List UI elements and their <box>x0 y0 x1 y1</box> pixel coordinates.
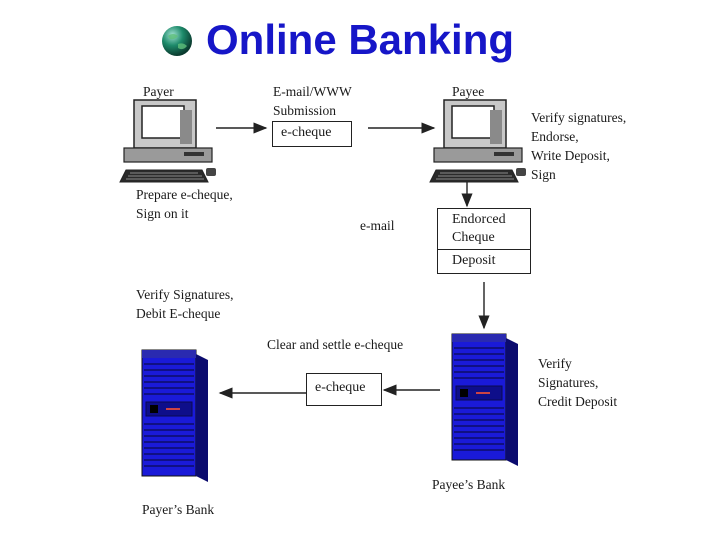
payee-action-line3: Write Deposit, <box>531 148 610 163</box>
endorsed-cheque-box: Endorced Cheque Deposit <box>437 208 531 274</box>
endorsed-line2: Cheque <box>452 230 495 245</box>
payee-label: Payee <box>452 84 485 99</box>
clear-settle-label: Clear and settle e-cheque <box>267 337 404 352</box>
payee-action-line2: Endorse, <box>531 129 579 144</box>
payer-bank-action-line1: Verify Signatures, <box>136 287 234 302</box>
payer-action-line2: Sign on it <box>136 206 189 221</box>
payee-bank-action-line1: Verify <box>538 356 572 371</box>
echeque-submission-text: e-cheque <box>281 125 332 140</box>
echeque-clearing-text: e-cheque <box>315 380 366 395</box>
echeque-submission-box: e-cheque <box>272 121 352 147</box>
slide-title: Online Banking <box>206 16 515 63</box>
email-label: e-mail <box>360 218 395 233</box>
payer-bank-action-line2: Debit E-cheque <box>136 306 221 321</box>
endorsed-line1: Endorced <box>452 212 506 227</box>
echeque-clearing-box: e-cheque <box>306 373 382 406</box>
payee-computer-icon <box>429 99 527 183</box>
payer-action-line1: Prepare e-cheque, <box>136 187 233 202</box>
email-www-label-line2: Submission <box>273 103 337 118</box>
email-www-label-line1: E-mail/WWW <box>273 84 352 99</box>
globe-icon <box>162 26 192 56</box>
payer-bank-label: Payer’s Bank <box>142 502 215 517</box>
payee-bank-action-line2: Signatures, <box>538 375 599 390</box>
payee-action-line1: Verify signatures, <box>531 110 627 125</box>
payer-label: Payer <box>143 84 174 99</box>
deposit-text: Deposit <box>438 249 530 272</box>
payer-bank-server-icon <box>141 349 209 483</box>
payee-bank-action-line3: Credit Deposit <box>538 394 618 409</box>
payee-bank-label: Payee’s Bank <box>432 477 506 492</box>
payee-action-line4: Sign <box>531 167 556 182</box>
payee-bank-server-icon <box>451 333 519 467</box>
payer-computer-icon <box>119 99 217 183</box>
